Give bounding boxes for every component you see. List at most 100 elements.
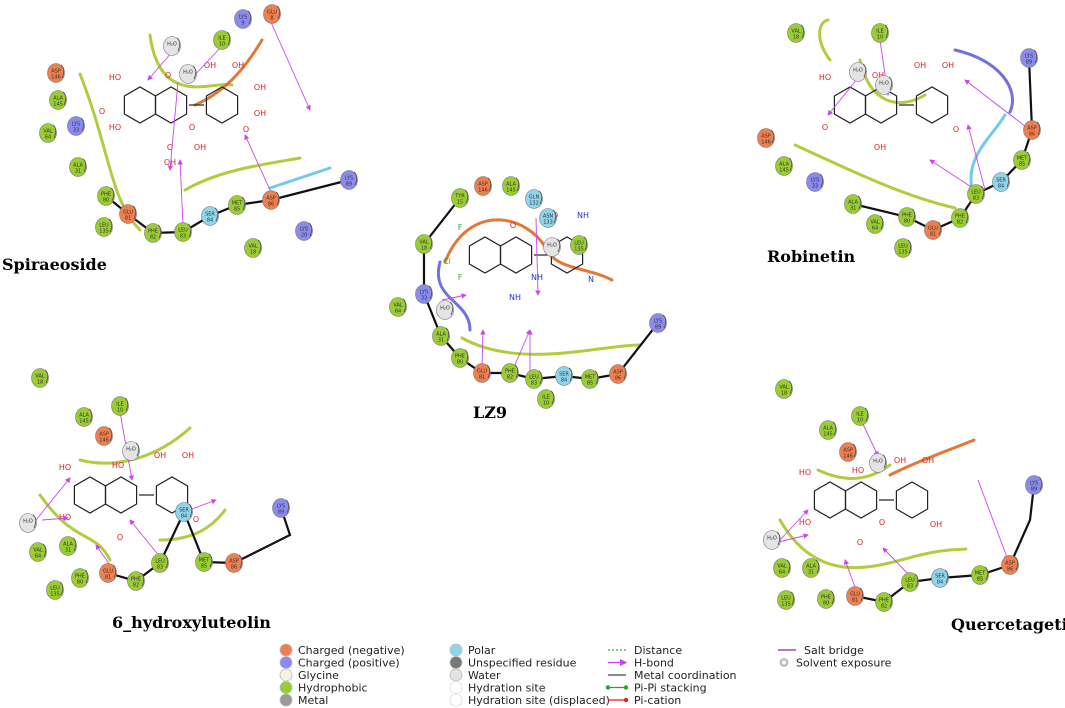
- hbond-arrow: [977, 479, 1009, 561]
- legend-label: Metal: [298, 694, 328, 707]
- residue-shade: [1005, 173, 1010, 188]
- ring-a: [813, 481, 847, 519]
- residue-number: 146: [761, 140, 771, 146]
- residue-number: 18: [421, 246, 427, 252]
- residue-shade: [514, 364, 519, 379]
- residue-disc: [244, 238, 262, 258]
- residue-shade: [124, 397, 129, 412]
- legend-label: Hydration site (displaced): [468, 694, 610, 707]
- residue-disc: [757, 128, 775, 148]
- residue-shade: [1026, 151, 1031, 166]
- residue-disc: [97, 186, 115, 206]
- residue-disc: [787, 23, 805, 43]
- residue-name: PHE: [821, 595, 831, 601]
- residue-shade: [662, 314, 667, 329]
- residue-disc: [144, 223, 162, 243]
- residue-name: ALA: [806, 564, 816, 570]
- residue-name: GLU: [267, 10, 277, 16]
- residue-number: 82: [881, 604, 887, 610]
- residue-shade: [882, 454, 887, 469]
- atom-label: NH: [531, 273, 543, 282]
- hbond-arrow: [35, 477, 71, 521]
- residue-disc: [122, 441, 140, 461]
- legend-item-metal-coordination: Metal coordination: [608, 669, 737, 682]
- atom-label: OH: [872, 71, 884, 80]
- residue-name: VAL: [870, 220, 880, 226]
- residue-disc: [539, 208, 557, 228]
- residue-shade: [984, 566, 989, 581]
- residue-disc: [295, 221, 313, 241]
- residue-number: 145: [823, 432, 833, 438]
- residue-number: 18: [37, 380, 43, 386]
- residue-disc: [111, 396, 129, 416]
- residue-shade: [308, 222, 313, 237]
- residue-number: 31: [808, 570, 814, 576]
- legend-label: Charged (positive): [298, 657, 400, 670]
- pocket-orange: [443, 218, 614, 282]
- residue-name: LYS: [300, 227, 308, 233]
- atom-label: HO: [59, 513, 71, 522]
- residue-disc: [127, 571, 145, 591]
- residue-name: ILE: [116, 402, 123, 408]
- residue-number: 10: [543, 401, 549, 407]
- legend-label: Charged (negative): [298, 644, 405, 657]
- residue-name: LYS: [345, 176, 353, 182]
- residue-shade: [1036, 121, 1041, 136]
- legend-item-polar: Polar: [449, 643, 496, 657]
- residue-disc: [474, 176, 492, 196]
- atom-label: OH: [164, 158, 176, 167]
- residue-name: LEU: [99, 223, 109, 229]
- atom-label: O: [953, 125, 959, 134]
- residue-name: H₂O: [547, 243, 557, 249]
- residue-name: GLU: [928, 226, 938, 232]
- residue-disc: [151, 553, 169, 573]
- residue-shade: [140, 572, 145, 587]
- residue-shade: [832, 421, 837, 436]
- residue-disc: [340, 170, 358, 190]
- residue-disc: [1013, 150, 1031, 170]
- residue-name: ASP: [1005, 561, 1015, 567]
- residue-disc: [869, 453, 887, 473]
- residue-disc: [967, 184, 985, 204]
- residue-number: 64: [872, 226, 878, 232]
- residue-shade: [859, 587, 864, 602]
- residue-disc: [75, 407, 93, 427]
- residue-shade: [226, 31, 231, 46]
- residue-disc: [773, 558, 791, 578]
- legend-label: Glycine: [298, 669, 339, 682]
- legend-swatch: [279, 656, 293, 669]
- residue-disc: [502, 176, 520, 196]
- residue-name: H₂O: [183, 70, 193, 76]
- residue-name: VAL: [33, 548, 43, 554]
- residue-shade: [830, 590, 835, 605]
- legend-swatch-end: [623, 685, 629, 690]
- legend-item-distance: Distance: [608, 644, 682, 657]
- residue-number: 10: [117, 408, 123, 414]
- residue-name: ILE: [218, 36, 225, 42]
- residue-number: 33: [73, 128, 79, 134]
- residue-disc: [609, 364, 627, 384]
- residue-name: LYS: [1025, 54, 1033, 60]
- ring-c: [864, 86, 898, 124]
- legend-swatch: [449, 643, 463, 657]
- residue-shade: [157, 224, 162, 239]
